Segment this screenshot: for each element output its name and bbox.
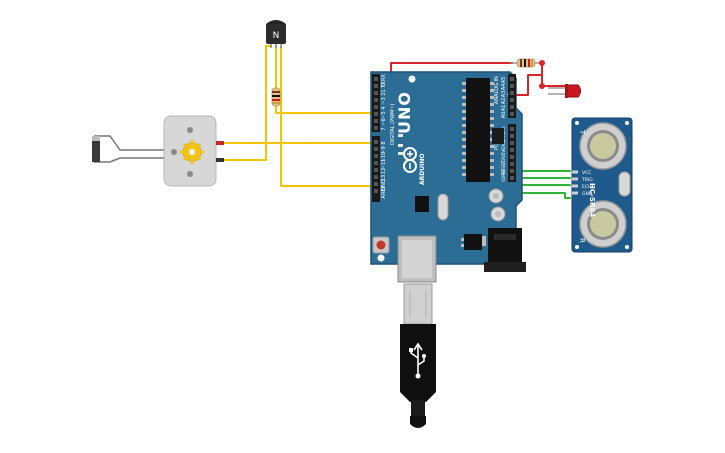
resistor-led[interactable] [510,58,545,89]
digital-pin-label: 12 [381,168,387,174]
analog-pin-label: A5 [501,77,507,84]
sensor-hole [575,121,579,125]
diode[interactable] [92,135,164,163]
npn-transistor[interactable]: N [266,20,286,48]
digital-pin-label: 4 [381,106,387,109]
motor-screw-left [171,149,177,155]
mounting-hole [408,75,416,83]
digital-pin-label: 13 [381,175,387,181]
sensor-pin-label: VCC [582,170,591,176]
digital-pin-label: 2 [381,92,387,95]
usb-icon [409,342,426,379]
sensor-crystal [618,171,631,197]
digital-pin-label: 1 TX [381,81,387,93]
wire-transistor-right[interactable] [280,45,379,187]
wire-transistor-middle[interactable] [275,45,379,114]
digital-pin-label: 8 [381,141,387,144]
power-pin-label: GND [501,139,507,150]
power-pin-label: RESET [501,160,507,175]
wire-resistor-top[interactable] [390,62,513,76]
digital-pin-label: AREF [381,185,387,198]
analog-pin-label: A3 [501,91,507,98]
digital-pin-label: ~3 [381,97,387,104]
sensor-pin-label: ECHO [582,184,595,190]
sensor-pin[interactable] [572,170,578,174]
arduino-logo [403,147,417,173]
power-pin-label: 5V [501,149,507,156]
mounting-hole [377,254,385,262]
sensor-pin-label: TRIG [581,177,593,183]
sensor-pin[interactable] [572,184,578,188]
digital-pin-label: 7 [381,127,387,130]
digital-header [372,74,380,202]
usb-chip [415,196,429,212]
analog-header-label: ANALOG IN [494,76,500,104]
analog-pin-label: A0 [501,112,507,119]
sensor-t-label: T [578,129,586,135]
power-pin-label: 3.3V [501,154,507,165]
led-red[interactable] [548,84,581,98]
capacitors [488,188,506,222]
digital-pin-label: ~11 [381,159,387,170]
digital-pin-label: ~5 [381,111,387,118]
usb-cable[interactable] [400,283,436,428]
sensor-pin[interactable] [572,191,578,195]
power-pin-label: IOREF [501,168,507,182]
uno-label: UNO [395,91,414,134]
sensor-pin[interactable] [572,177,578,181]
digital-pin-label: GND [381,179,387,191]
digital-pin-label: ~9 [381,146,387,153]
sensor-model-label: HC-SR04 [588,183,596,217]
leds-onboard [398,134,403,155]
usb-b-port[interactable] [397,235,437,283]
sensor-r-label: R [578,238,586,243]
digital-pin-label: ~6 [381,118,387,125]
digital-pin-label: ~10 [381,152,387,163]
sensor-hole [625,245,629,249]
digital-pin-label: 0 RX [381,74,387,86]
transducer-t [579,122,627,170]
motor-screw-top [187,127,193,133]
analog-pin-label: A4 [501,84,507,91]
arduino-brand-label: ARDUINO [419,154,426,185]
wire-led-return[interactable] [514,74,543,96]
reset-button[interactable] [372,236,390,254]
icsp-header [492,128,504,144]
transducer-r [579,200,627,248]
dc-power-jack[interactable] [484,228,526,272]
resistor-base[interactable] [271,87,281,107]
transistor-label: N [273,31,280,41]
atmega-chip [462,78,494,182]
digital-header-label: DIGITAL (PWM~) [390,103,396,145]
dc-motor[interactable] [163,115,224,187]
wire-led[interactable] [541,62,568,87]
power-header [508,124,516,182]
motor-screw-bottom [187,171,193,177]
motor-terminal-bottom[interactable] [216,158,224,162]
motor-terminal-top[interactable] [216,141,224,145]
analog-header [508,74,516,118]
sensor-pin-label: GND [582,191,593,197]
voltage-regulator [464,234,482,250]
gear-icon [180,140,204,164]
sensor-hole [575,245,579,249]
wire-transistor-left[interactable] [224,45,272,161]
sensor-hole [625,121,629,125]
analog-pin-label: A1 [501,105,507,112]
crystal [437,193,449,221]
analog-pin-label: A2 [501,98,507,105]
